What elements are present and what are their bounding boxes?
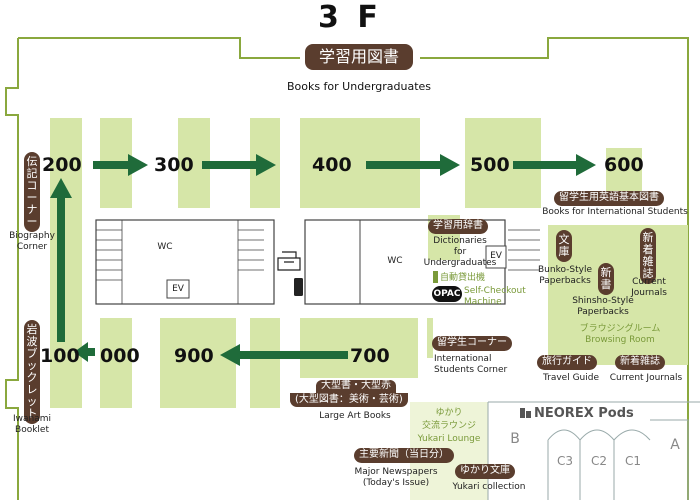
current-journals-2-en: Current Journals <box>609 373 683 383</box>
large-books-badge-2: (大型図書：美術・芸術) <box>290 393 408 407</box>
pods-curves <box>547 429 651 441</box>
self-checkout-ja: 自動貸出機 <box>440 273 486 283</box>
intl-corner-en1: International <box>434 354 492 364</box>
ev-label-left: EV <box>172 284 184 294</box>
yukari-collection-en: Yukari collection <box>452 482 526 492</box>
shelf-number-300: 300 <box>154 154 194 176</box>
bunko-en2: Paperbacks <box>539 276 591 286</box>
shinsho-en2: Paperbacks <box>577 307 629 317</box>
stairs-left <box>96 220 123 304</box>
self-checkout-en2: Machine <box>464 297 502 307</box>
shelf-700 <box>300 318 418 378</box>
bunko-en1: Bunko-Style <box>538 265 592 275</box>
browsing-room-ja: ブラウジングルーム <box>579 324 661 334</box>
ev-label-right: EV <box>490 251 502 261</box>
newspapers-badge: 主要新聞（当日分） <box>354 448 454 463</box>
outer-wall <box>18 37 689 500</box>
iwanami-booklet-badge: 岩波ブックレット <box>24 320 40 424</box>
phone-icon <box>294 278 303 296</box>
wc-label-right: WC <box>387 256 403 266</box>
shelf-600 <box>606 148 642 198</box>
intl-books-en: Books for International Students <box>542 207 688 217</box>
biography-corner-badge: 伝記コーナー <box>24 152 40 232</box>
opac-badge: OPAC <box>432 286 462 302</box>
self-checkout-en1: Self-Checkout <box>464 286 526 296</box>
neorex-logo-icon <box>520 408 531 418</box>
yukari-lounge-ja2: 交流ラウンジ <box>421 421 476 431</box>
outer-wall-left <box>5 38 19 500</box>
shelf-000 <box>100 318 132 408</box>
selfcheck-icon <box>433 271 438 283</box>
intl-books-badge: 留学生用英語基本図書 <box>554 191 664 206</box>
travel-guide-en: Travel Guide <box>542 373 600 383</box>
route-arrows <box>50 154 596 366</box>
arrow-700-900 <box>220 344 348 366</box>
arrow-100-200 <box>50 178 72 342</box>
ev-box-right <box>485 245 507 269</box>
room-c2-label: C2 <box>590 454 607 468</box>
dictionaries-en3: Undergraduates <box>423 258 497 268</box>
floor-label: 3 F <box>318 0 382 35</box>
newspapers-en2: (Today's Issue) <box>362 478 430 488</box>
intl-corner-badge: 留学生コーナー <box>432 336 512 351</box>
stairs-mid <box>237 220 264 304</box>
section-title-ja: 学習用図書 <box>305 44 413 70</box>
shinsho-badge: 新書 <box>598 263 614 295</box>
current-journals-badge: 新着雑誌 <box>640 228 656 284</box>
dictionaries-en2: for <box>453 247 467 257</box>
large-books-en: Large Art Books <box>319 411 391 421</box>
shelf-number-200: 200 <box>42 154 82 176</box>
shelf-number-400: 400 <box>312 154 352 176</box>
bunko-badge: 文庫 <box>556 230 572 262</box>
shelf-number-100: 100 <box>40 345 80 367</box>
newspapers-en1: Major Newspapers <box>354 467 438 477</box>
shelf-200-lower <box>50 208 82 408</box>
arrow-400-500 <box>366 154 460 176</box>
intl-corner-shelf <box>427 318 433 358</box>
iwanami-booklet-en1: Iwanami <box>12 414 52 424</box>
current-journals-2-badge: 新着雑誌 <box>615 355 665 370</box>
shelf-number-700: 700 <box>350 345 390 367</box>
yukari-lounge-ja1: ゆかり <box>435 408 463 418</box>
room-b-label: B <box>510 431 520 447</box>
arrow-000-100 <box>74 342 95 362</box>
browsing-room-en: Browsing Room <box>585 335 655 345</box>
ev-box-left <box>166 279 190 299</box>
copier-icon <box>277 251 301 271</box>
arrow-200-300 <box>93 154 148 176</box>
shelf-number-900: 900 <box>174 345 214 367</box>
large-books-badge-1: 大型書・大型赤 <box>316 380 396 393</box>
yukari-lounge-en: Yukari Lounge <box>417 434 481 444</box>
arrow-500-600 <box>513 154 596 176</box>
intl-corner-en2: Students Corner <box>434 365 508 375</box>
iwanami-booklet-en2: Booklet <box>15 425 49 435</box>
shelf-900 <box>160 318 236 408</box>
room-c3-label: C3 <box>556 454 573 468</box>
room-a-label: A <box>670 437 680 453</box>
section-title-en: Books for Undergraduates <box>286 80 432 93</box>
pods-area <box>487 401 700 500</box>
neorex-pods-label: NEOREX Pods <box>534 406 634 421</box>
current-journals-en1: Current <box>632 277 666 287</box>
yukari-collection-badge: ゆかり文庫 <box>455 464 515 479</box>
shelf-b <box>250 318 280 408</box>
stairs-right <box>508 229 540 271</box>
dictionaries-badge: 学習用辞書 <box>428 219 488 234</box>
dictionaries-en1: Dictionaries <box>433 236 487 246</box>
wc-label-left: WC <box>157 242 173 252</box>
shelf-number-000: 000 <box>100 345 140 367</box>
shinsho-en1: Shinsho-Style <box>572 296 634 306</box>
travel-guide-badge: 旅行ガイド <box>537 355 597 370</box>
shelf-number-500: 500 <box>470 154 510 176</box>
biography-corner-en2: Corner <box>16 242 48 252</box>
current-journals-en2: Journals <box>631 288 667 298</box>
room-c1-label: C1 <box>624 454 641 468</box>
arrow-300-400 <box>202 154 276 176</box>
shelf-number-600: 600 <box>604 154 644 176</box>
biography-corner-en1: Biography <box>9 231 55 241</box>
wc-block-left <box>95 219 275 305</box>
